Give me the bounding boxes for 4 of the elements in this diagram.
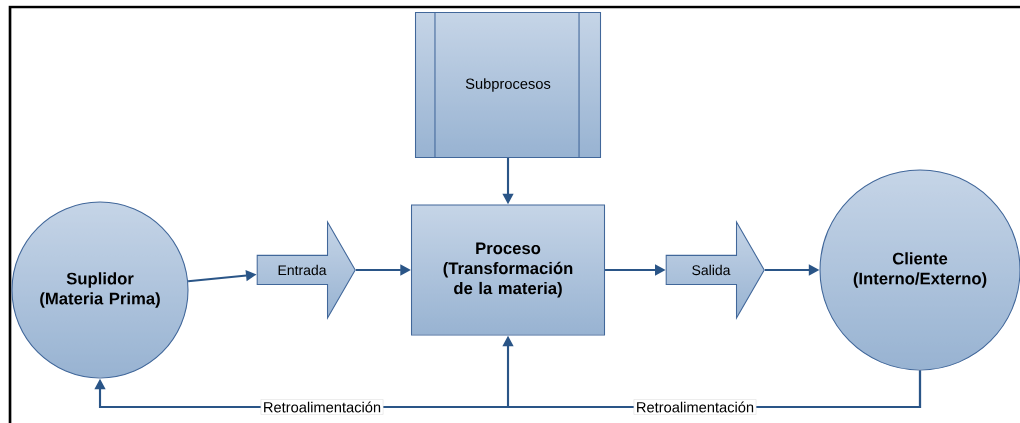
subprocess-box: Subprocesos bbox=[414, 11, 602, 159]
edge-label: Retroalimentación bbox=[260, 399, 384, 415]
process-box: Proceso (Transformación de la materia) bbox=[410, 204, 606, 336]
edge-label: Retroalimentación bbox=[633, 399, 757, 415]
